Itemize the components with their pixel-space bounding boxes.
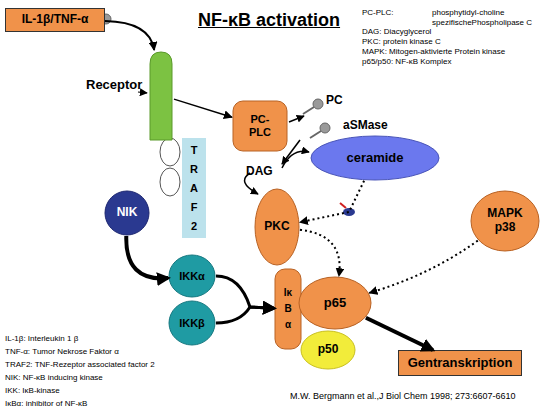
shape-fill xyxy=(471,191,539,251)
lipid-tail xyxy=(310,131,321,138)
signal-molecule xyxy=(343,208,355,216)
abbreviation-text: phosphytidyl-choline spezifischePhosphol… xyxy=(432,8,550,27)
shape-fill xyxy=(301,331,355,369)
ligand-box: IL-1β/TNF-α xyxy=(5,8,105,32)
lipid-head xyxy=(320,123,330,133)
kinase-circle: IKKβ xyxy=(168,300,216,346)
pointer-line xyxy=(138,92,147,93)
node-text: MAPK p38 xyxy=(485,207,525,235)
output-box: Gentranskription xyxy=(398,350,522,376)
node-label-group: MAPK p38 xyxy=(470,190,540,252)
shape-fill xyxy=(169,301,215,345)
signal-arrow xyxy=(126,236,168,278)
node-label-group: p50 xyxy=(300,330,356,370)
kinase-circle: IKKα xyxy=(168,254,216,298)
receptor-shape: Receptor xyxy=(148,50,174,140)
node-label-group: PKC xyxy=(254,188,300,266)
diagram-title: NF-κB activation xyxy=(198,10,340,31)
glossary-entry: IKK: IκB-kinase xyxy=(5,386,60,396)
glossary-entry: IL-1β: Interleukin 1 β xyxy=(5,334,78,344)
reaction-arrow xyxy=(282,151,309,168)
abbreviation-term: PC-PLC: xyxy=(362,8,394,18)
dotted-arrow xyxy=(300,230,340,277)
receptor-domain xyxy=(160,168,180,196)
dotted-arrow xyxy=(300,181,364,223)
node-label-group: IKKα xyxy=(168,254,216,298)
kinase-ellipse: MAPK p38 xyxy=(470,190,540,252)
inhibitor-bar: IκBα xyxy=(274,268,302,350)
node-text: NIK xyxy=(117,206,138,220)
signal-arrow xyxy=(216,307,274,323)
abbreviation-text: p65/p50: NF-κB Komplex xyxy=(362,57,451,67)
citation-note: M.W. Bergmann et al.,J Biol Chem 1998; 2… xyxy=(290,391,516,402)
abbreviation-text: PKC: protein kinase C xyxy=(362,37,441,47)
enzyme-box: PC-PLC xyxy=(232,100,288,152)
node-text: p65 xyxy=(324,296,346,311)
shape-fill xyxy=(299,277,371,329)
lipid-head xyxy=(313,99,323,109)
adapter-bar: TRAF2 xyxy=(182,138,206,238)
glossary-entry: NIK: NF-κB inducing kinase xyxy=(5,373,103,383)
node-label-group: NIK xyxy=(104,190,150,236)
shape-fill xyxy=(233,101,287,151)
dotted-arrow xyxy=(369,241,478,293)
lipid-ellipse: ceramide xyxy=(310,135,440,181)
subunit-ellipse: p50 xyxy=(300,330,356,370)
node-text: Gentranskription xyxy=(408,356,513,371)
node-text: IL-1β/TNF-α xyxy=(22,13,89,27)
signal-arrow xyxy=(366,318,433,350)
node-label-group: IL-1β/TNF-α xyxy=(6,9,104,31)
molecule-label: DAG xyxy=(246,164,273,178)
kinase-circle: NIK xyxy=(104,190,150,236)
node-label-group: IKKβ xyxy=(168,300,216,346)
molecule-label: PC xyxy=(326,93,343,107)
node-text: PKC xyxy=(264,220,289,234)
enzyme-label: aSMase xyxy=(343,118,388,132)
glossary-entry: IκBα: inhibitor of NF-κB xyxy=(5,399,87,409)
inhibition-mark xyxy=(340,203,346,208)
abbreviation-text: DAG: Diacyglycerol xyxy=(362,27,431,37)
kinase-ellipse: PKC xyxy=(254,188,300,266)
abbreviation-text: MAPK: Mitogen-aktivierte Protein kinase xyxy=(362,47,505,57)
lipid-tail xyxy=(303,107,314,114)
subunit-ellipse: p65 xyxy=(298,276,372,330)
signal-arrow xyxy=(174,99,232,117)
signal-arrow xyxy=(216,276,274,308)
node-text: IκBα xyxy=(284,285,293,333)
node-label-group: ceramide xyxy=(310,135,440,181)
shape-fill xyxy=(255,189,299,265)
shape-outline xyxy=(148,50,174,140)
node-text: IKKβ xyxy=(179,317,205,330)
node-text: TRAF2 xyxy=(190,141,199,236)
shape-fill xyxy=(275,269,301,349)
shape-fill xyxy=(169,255,215,297)
receptor-domain xyxy=(160,138,180,166)
shape-fill xyxy=(105,191,149,235)
node-label-group: p65 xyxy=(298,276,372,330)
reaction-arrow xyxy=(289,116,304,122)
glossary-entry: TNF-α: Tumor Nekrose Faktor α xyxy=(5,347,119,357)
shape-fill xyxy=(311,136,439,180)
signal-arrow xyxy=(105,21,154,50)
node-text: Receptor xyxy=(86,78,142,93)
node-label-group: Receptor xyxy=(86,78,142,93)
node-label-group: IκBα xyxy=(274,268,302,350)
node-label-group: Gentranskription xyxy=(399,351,521,375)
node-text: PC-PLC xyxy=(242,113,278,138)
node-label-group: TRAF2 xyxy=(183,139,205,237)
shape-fill xyxy=(150,52,172,140)
node-text: IKKα xyxy=(179,270,205,283)
node-text: ceramide xyxy=(346,151,403,166)
node-label-group: PC-PLC xyxy=(232,100,288,152)
glossary-entry: TRAF2: TNF-Rezeptor associated factor 2 xyxy=(5,360,155,370)
node-text: p50 xyxy=(318,343,339,357)
